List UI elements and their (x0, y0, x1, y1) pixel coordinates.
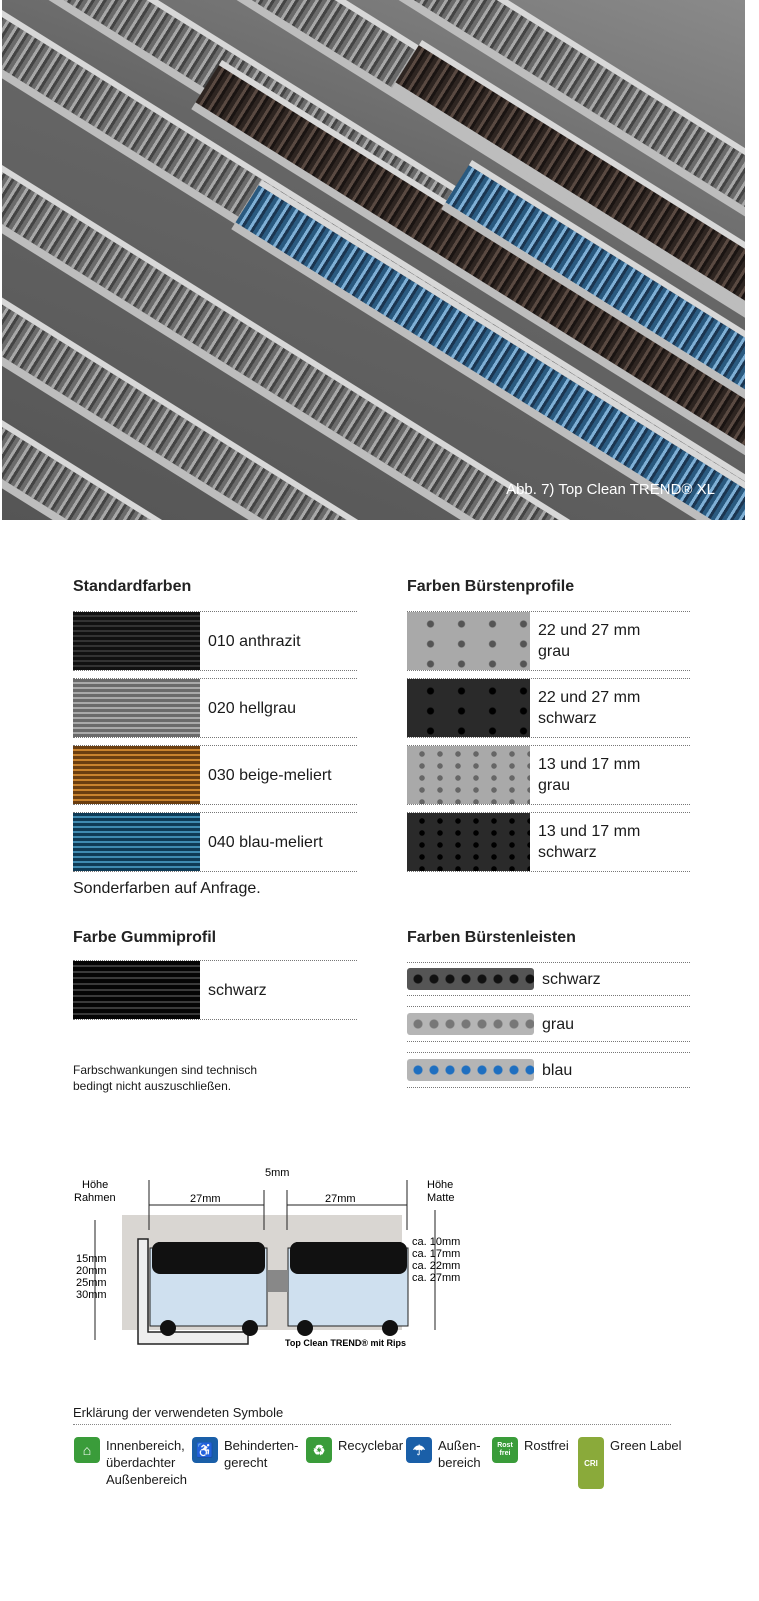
svg-text:ca. 27mm: ca. 27mm (412, 1272, 460, 1284)
rubber-profile-title: Farbe Gummiprofil (73, 929, 217, 946)
brush-color: grau (538, 643, 571, 660)
color-row: 010 anthrazit (73, 611, 357, 671)
brush-color: grau (538, 777, 571, 794)
svg-text:ca. 17mm: ca. 17mm (412, 1248, 460, 1260)
brush-row: 13 und 17 mm schwarz (407, 812, 690, 872)
color-row: 040 blau-meliert (73, 812, 357, 872)
brush-size: 13 und 17 mm (538, 823, 641, 840)
umbrella-icon: ☂ (406, 1437, 432, 1463)
photo-caption: Abb. 7) Top Clean TREND® XL (506, 481, 715, 498)
symbol-recyclable: ♻Recyclebar (306, 1437, 403, 1463)
svg-text:Rahmen: Rahmen (74, 1192, 116, 1204)
rubber-label: schwarz (208, 981, 267, 999)
color-row: 020 hellgrau (73, 678, 357, 738)
swatch-brush-grau-small (407, 746, 530, 804)
recycle-icon: ♻ (306, 1437, 332, 1463)
svg-text:25mm: 25mm (76, 1277, 107, 1289)
svg-text:20mm: 20mm (76, 1265, 107, 1277)
swatch-rubber (73, 961, 200, 1019)
strip-row: grau (407, 1006, 690, 1042)
swatch-brush-schwarz (407, 679, 530, 737)
symbol-accessible: ♿Behinderten-gerecht (192, 1437, 298, 1471)
diagram-caption: Top Clean TREND® mit Rips (285, 1338, 406, 1348)
svg-text:ca. 22mm: ca. 22mm (412, 1260, 460, 1272)
svg-text:Höhe: Höhe (82, 1179, 108, 1191)
standard-colors-title: Standardfarben (73, 578, 192, 595)
brush-strips-title: Farben Bürstenleisten (407, 929, 576, 946)
brush-size: 22 und 27 mm (538, 689, 641, 706)
gap-dimension: 5mm (265, 1167, 289, 1179)
color-label: 010 anthrazit (208, 632, 301, 650)
color-row: 030 beige-meliert (73, 745, 357, 805)
strip-blau (407, 1059, 534, 1081)
swatch-brush-schwarz-small (407, 813, 530, 871)
special-colors-note: Sonderfarben auf Anfrage. (73, 880, 261, 897)
house-icon: ⌂ (74, 1437, 100, 1463)
strip-grau (407, 1013, 534, 1035)
symbol-outdoor: ☂Außen-bereich (406, 1437, 481, 1471)
symbols-title: Erklärung der verwendeten Symbole (73, 1405, 671, 1425)
svg-text:Höhe: Höhe (427, 1179, 453, 1191)
brush-size: 22 und 27 mm (538, 622, 641, 639)
svg-text:30mm: 30mm (76, 1289, 107, 1301)
brush-profiles-title: Farben Bürstenprofile (407, 578, 575, 595)
brush-size: 13 und 17 mm (538, 756, 641, 773)
svg-text:Matte: Matte (427, 1192, 455, 1204)
svg-text:ca. 10mm: ca. 10mm (412, 1236, 460, 1248)
swatch-anthrazit (73, 612, 200, 670)
brush-row: 22 und 27 mm grau (407, 611, 690, 671)
strip-schwarz (407, 968, 534, 990)
color-label: 030 beige-meliert (208, 766, 332, 784)
rubber-row: schwarz (73, 960, 357, 1020)
color-label: 020 hellgrau (208, 699, 297, 717)
green-label-icon: CRI (578, 1437, 604, 1489)
brush-row: 13 und 17 mm grau (407, 745, 690, 805)
swatch-blau (73, 813, 200, 871)
swatch-beige (73, 746, 200, 804)
strip-row: schwarz (407, 962, 690, 996)
rostfrei-icon: Rost frei (492, 1437, 518, 1463)
wheelchair-icon: ♿ (192, 1437, 218, 1463)
color-label: 040 blau-meliert (208, 833, 323, 851)
width-dimension: 27mm (325, 1193, 356, 1205)
brush-row: 22 und 27 mm schwarz (407, 678, 690, 738)
brush-color: schwarz (538, 710, 597, 727)
svg-text:15mm: 15mm (76, 1253, 107, 1265)
strip-row: blau (407, 1052, 690, 1088)
product-photo: Abb. 7) Top Clean TREND® XL (2, 0, 745, 520)
brush-color: schwarz (538, 844, 597, 861)
swatch-brush-grau (407, 612, 530, 670)
swatch-hellgrau (73, 679, 200, 737)
width-dimension: 27mm (190, 1193, 221, 1205)
